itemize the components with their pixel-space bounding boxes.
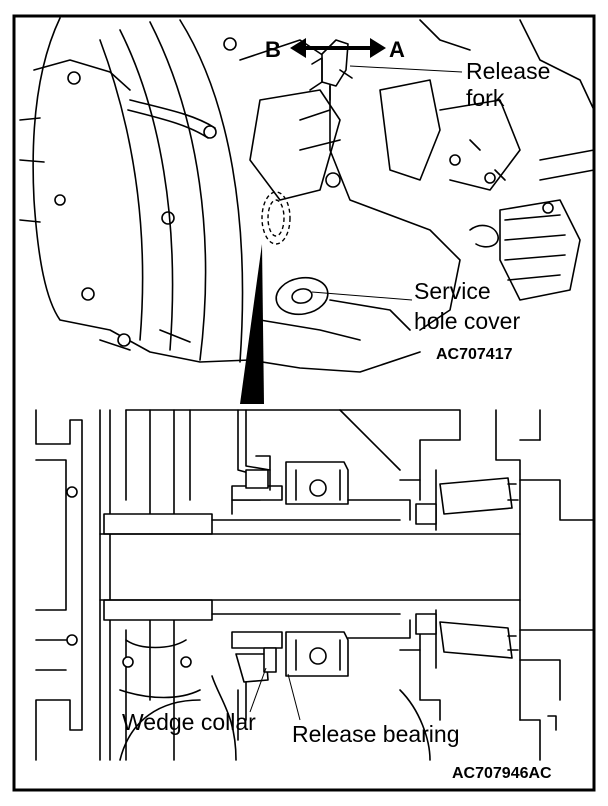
clutch-cross-section <box>35 409 595 761</box>
direction-b-label: B <box>265 37 281 62</box>
wedge-collar-leader <box>249 667 267 713</box>
wedge-collar-label: Wedge collar <box>122 709 256 735</box>
release-fork-leader <box>349 65 463 73</box>
release-fork-label-line1: Release <box>466 58 550 84</box>
detail-pointer <box>240 244 264 404</box>
transmission-housing-illustration <box>19 17 595 373</box>
direction-a-label: A <box>389 37 405 62</box>
release-fork-label-line2: fork <box>466 85 505 111</box>
upper-figure-code: AC707417 <box>436 346 513 363</box>
service-hole-label-line1: Service <box>414 278 491 304</box>
lower-figure-code: AC707946AC <box>452 765 552 782</box>
release-bearing-leader <box>287 673 301 721</box>
service-hole-label-line2: hole cover <box>414 308 520 334</box>
service-hole-leader <box>311 291 413 301</box>
release-bearing-label: Release bearing <box>292 721 460 747</box>
direction-arrow <box>290 38 386 58</box>
